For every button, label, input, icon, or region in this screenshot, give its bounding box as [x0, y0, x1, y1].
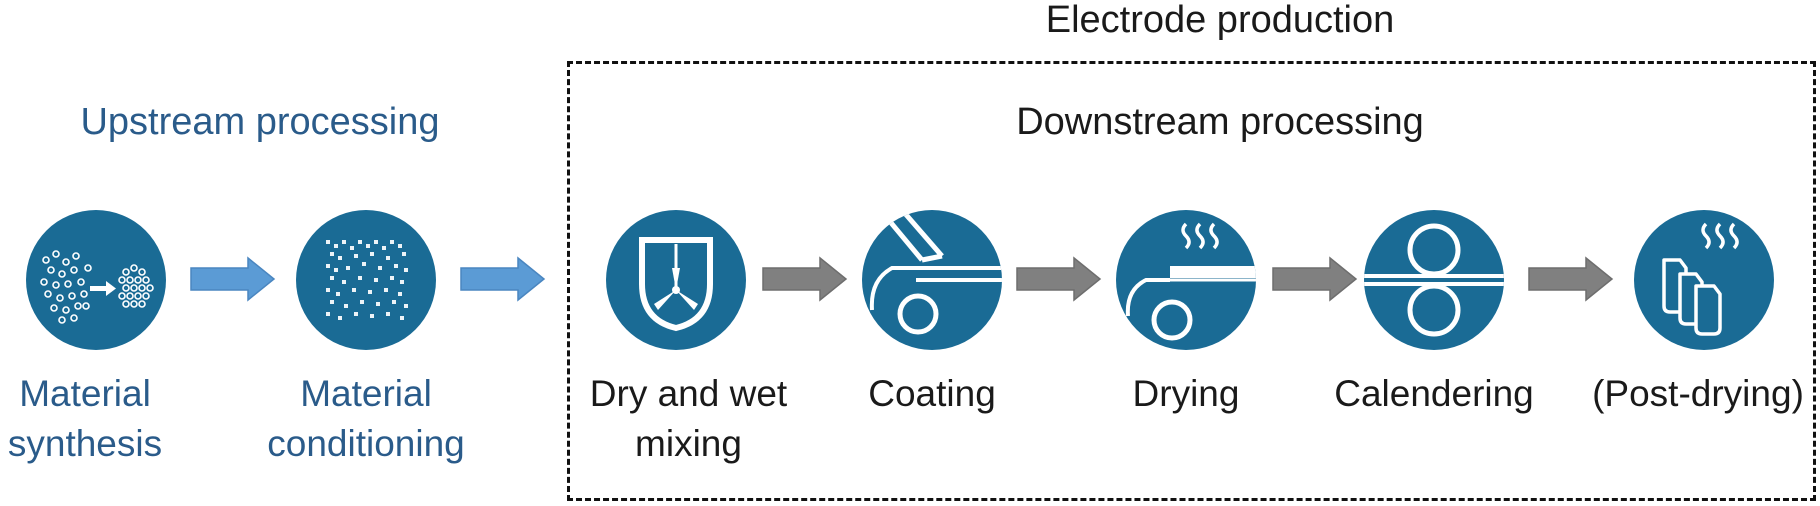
- step-label-line: Material: [300, 373, 432, 414]
- step-label-material-conditioning: Material conditioning: [246, 369, 486, 469]
- downstream-arrow: [762, 256, 848, 302]
- step-label-line: Material: [19, 373, 151, 414]
- material-conditioning-icon: [296, 210, 436, 350]
- step-label-line: Coating: [868, 373, 996, 414]
- mixer-icon: [606, 210, 746, 350]
- downstream-processing-title: Downstream processing: [1016, 101, 1424, 143]
- step-label-mixing: Dry and wet mixing: [566, 369, 811, 469]
- step-label-line: mixing: [635, 423, 742, 464]
- downstream-arrow: [1016, 256, 1102, 302]
- upstream-arrow: [460, 256, 546, 302]
- calendering-icon: [1364, 210, 1504, 350]
- drying-icon: [1116, 210, 1256, 350]
- coating-icon: [862, 210, 1002, 350]
- electrode-production-title: Electrode production: [1045, 0, 1395, 41]
- step-label-post-drying: (Post-drying): [1576, 369, 1820, 419]
- post-drying-icon: [1634, 210, 1774, 350]
- step-label-line: (Post-drying): [1592, 373, 1804, 414]
- step-label-line: synthesis: [7, 423, 163, 464]
- step-label-coating: Coating: [842, 369, 1022, 419]
- step-label-line: Dry and wet: [589, 373, 788, 414]
- downstream-arrow: [1528, 256, 1614, 302]
- upstream-arrow: [190, 256, 276, 302]
- step-label-line: Drying: [1132, 373, 1240, 414]
- step-label-calendering: Calendering: [1324, 369, 1544, 419]
- step-label-line: Calendering: [1334, 373, 1534, 414]
- step-label-drying: Drying: [1096, 369, 1276, 419]
- material-synthesis-icon: [26, 210, 166, 350]
- downstream-arrow: [1272, 256, 1358, 302]
- upstream-processing-title: Upstream processing: [80, 101, 440, 143]
- step-label-line: conditioning: [267, 423, 465, 464]
- electrode-production-box: [567, 61, 1816, 501]
- step-label-material-synthesis: Material synthesis: [0, 369, 170, 469]
